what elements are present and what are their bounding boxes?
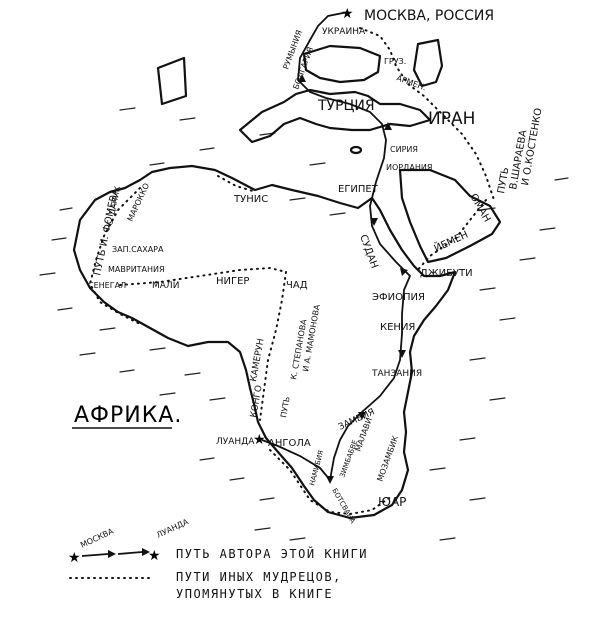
legend-star-end: ★ [148,548,161,564]
label-stepanova-1: ПУТЬ [279,396,292,419]
legend-star-start: ★ [68,550,81,566]
label-syria: СИРИЯ [390,145,418,154]
label-morocco: МАРОККО [126,182,152,223]
label-turkey: ТУРЦИЯ [317,98,375,114]
route-labels: ПУТЬ И. ФОМЕВА С. ДАНИК ПУТЬ К. СТЕПАНОВ… [92,107,544,418]
legend-others-route-1: ПУТИ ИНЫХ МУДРЕЦОВ, [176,570,342,584]
legend-others-route-2: УПОМЯНУТЫХ В КНИГЕ [176,587,333,601]
label-sudan: СУДАН [357,233,379,270]
label-chad: ЧАД [286,280,308,291]
label-botswana: БОТСВАНА [330,487,357,525]
label-west-sahara: ЗАП.САХАРА [112,245,164,254]
author-route: ★ ★ [253,6,412,484]
other-routes [88,27,495,516]
label-moscow: МОСКВА, РОССИЯ [364,8,494,24]
legend: ★ МОСКВА ★ ЛУАНДА ПУТЬ АВТОРА ЭТОЙ КНИГИ… [68,517,368,601]
ukraine-coastline [302,44,382,84]
label-armenia: АРМЕН. [395,73,427,92]
label-jordan: ИОРДАНИЯ [386,163,432,172]
legend-to: ЛУАНДА [155,517,190,540]
label-zimbabwe: ЗИМБАБВЕ [338,439,359,479]
label-namibia: НАМИБИЯ [308,449,325,486]
label-egypt: ЕГИПЕТ [338,184,379,195]
sea-hatching [39,107,569,541]
africa-coastline [72,164,457,520]
legend-author-route: ПУТЬ АВТОРА ЭТОЙ КНИГИ [176,546,368,561]
label-tunisia: ТУНИС [233,194,268,205]
label-georgia: ГРУЗ. [384,57,406,66]
label-niger: НИГЕР [216,276,249,287]
label-kenya: КЕНИЯ [380,322,415,333]
label-ethiopia: ЭФИОПИЯ [372,292,425,303]
label-iran: ИРАН [428,109,475,129]
label-yemen: ЙЕМЕН [432,228,470,255]
caspian-coastline [412,38,444,88]
label-mali: МАЛИ [152,281,179,291]
label-sharaeva-1: ПУТЬ [496,166,511,194]
europe-coastline [238,88,432,144]
label-senegal: СЕНЕГАЛ [88,281,126,290]
country-labels: МОСКВА, РОССИЯ УКРАИНА РУМЫНИЯ БОЛГАРИЯ … [88,8,494,525]
cyprus [349,145,363,155]
label-mauritania: МАВРИТАНИЯ [108,265,165,274]
legend-from: МОСКВА [79,526,115,549]
label-luanda: ЛУАНДА [216,437,255,447]
luanda-star: ★ [253,432,266,448]
map-title: АФРИКА. [74,403,182,428]
italy-coastline [156,56,188,106]
label-djibouti: ДЖИБУТИ [420,268,473,279]
label-sar: ЮАР [378,495,406,509]
moscow-star: ★ [341,6,354,22]
label-angola: АНГОЛА [268,438,311,449]
arabia-coastline [398,168,502,264]
label-tanzania: ТАНЗАНИЯ [371,369,422,379]
label-ukraine: УКРАИНА [322,27,366,37]
label-cameroon: КАМЕРУН [249,338,266,383]
label-mozambique: МОЗАМБИК [375,434,400,482]
